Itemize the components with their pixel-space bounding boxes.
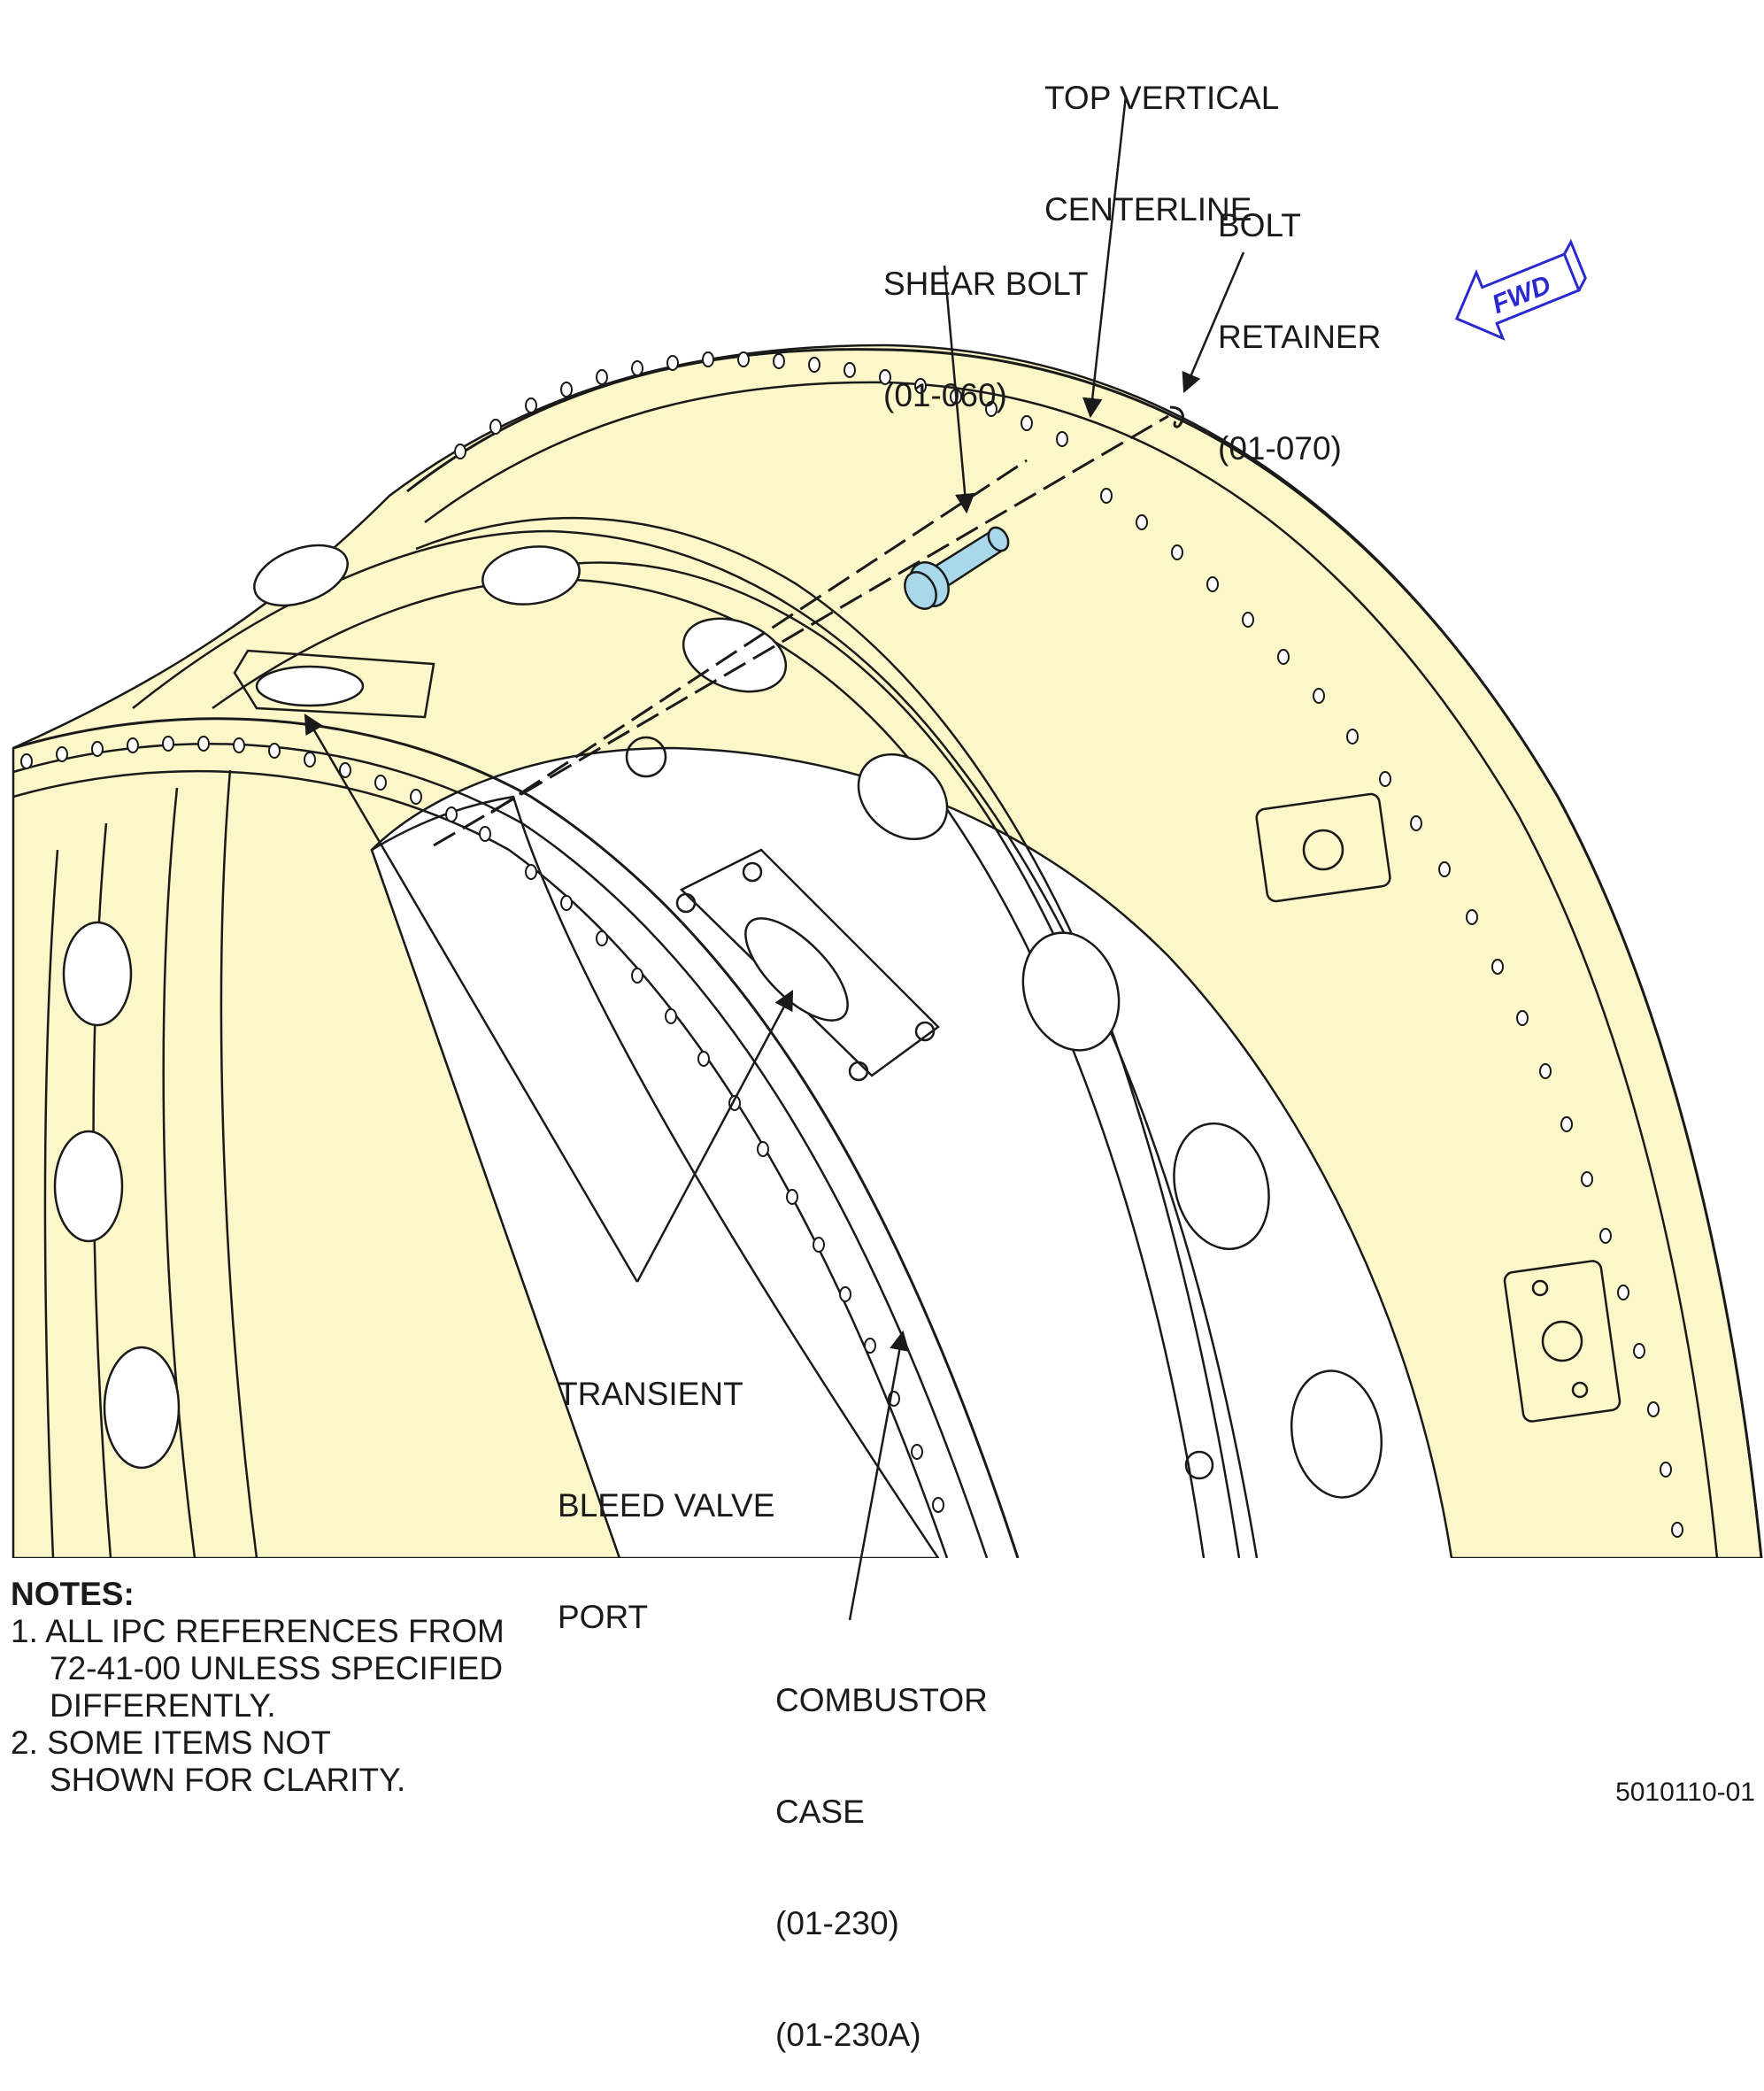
leader-lines xyxy=(304,95,1245,1621)
notes-block: NOTES: 1. ALL IPC REFERENCES FROM 72-41-… xyxy=(11,1576,505,1799)
notes-title: NOTES: xyxy=(11,1576,135,1612)
case-outer-shell xyxy=(12,343,1763,1558)
port-band xyxy=(132,529,1259,1558)
note-item-1: 1. ALL IPC REFERENCES FROM 72-41-00 UNLE… xyxy=(11,1613,505,1724)
front-flange xyxy=(12,717,1020,1558)
bosses xyxy=(625,736,1621,1480)
combustor-case-illustration: FWD xyxy=(12,95,1763,1621)
bolt-retainer xyxy=(1169,405,1184,428)
label-shear-bolt: SHEAR BOLT (01-060) xyxy=(883,266,1089,413)
label-combustor-case: COMBUSTOR CASE (01-230) (01-230A) xyxy=(775,1682,988,2053)
band-ports xyxy=(53,544,1383,1499)
figure-id: 5010110-01 xyxy=(1615,1778,1755,1807)
label-top-vertical-centerline: TOP VERTICAL CENTERLINE xyxy=(1044,80,1280,228)
label-bolt-retainer: BOLT RETAINER (01-070) xyxy=(1218,207,1382,467)
centerline-dashes xyxy=(433,414,1169,847)
label-transient-bleed-valve-port: TRANSIENT BLEED VALVE PORT xyxy=(558,1376,775,1635)
rear-flange-holes xyxy=(454,351,1683,1538)
shear-bolt xyxy=(904,526,1010,610)
note-item-2: 2. SOME ITEMS NOT SHOWN FOR CLARITY. xyxy=(11,1724,406,1798)
fwd-arrow-icon: FWD xyxy=(1454,238,1587,341)
bleed-valve-pads xyxy=(233,649,940,1082)
